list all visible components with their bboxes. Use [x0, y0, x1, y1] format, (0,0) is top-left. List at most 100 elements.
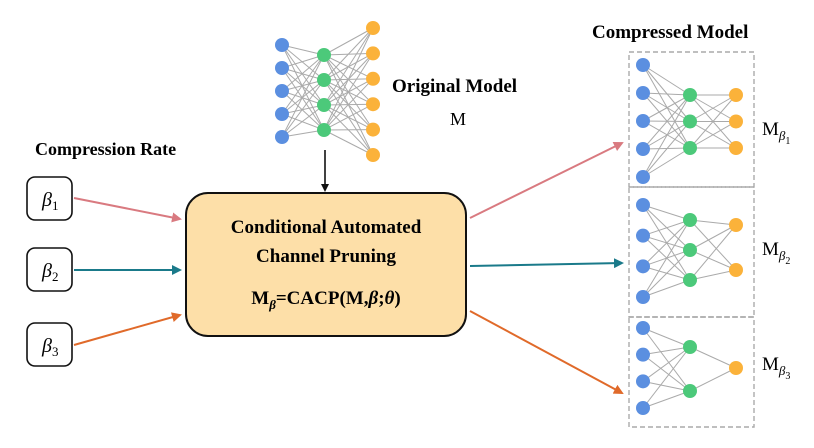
network-edge: [281, 54, 325, 69]
network-edge: [642, 346, 691, 409]
network-edge: [689, 94, 737, 149]
network-node: [683, 384, 697, 398]
network-edge: [642, 346, 691, 356]
network-edge: [323, 27, 374, 131]
network-node: [636, 142, 650, 156]
original-model-title: Original Model: [392, 76, 517, 97]
network-edge: [689, 219, 737, 226]
network-node: [317, 123, 331, 137]
network-edge: [689, 269, 737, 281]
network-edge: [281, 44, 325, 106]
network-edge: [281, 44, 325, 81]
network-edge: [281, 54, 325, 115]
network-edge: [642, 64, 691, 96]
network-edge: [642, 279, 691, 298]
rate-1-arrow: [73, 197, 182, 223]
network-edge: [689, 367, 737, 392]
network-node: [636, 401, 650, 415]
network-edge: [323, 78, 374, 131]
out-arrow-3: [469, 310, 624, 394]
network-edge: [281, 104, 325, 115]
network-edge: [689, 249, 737, 271]
rate-box-3: β3: [26, 322, 73, 367]
network-node: [636, 58, 650, 72]
network-node: [366, 46, 380, 61]
network-edge: [642, 204, 691, 221]
network-edge: [281, 129, 325, 138]
network-node: [636, 290, 650, 304]
cacp-line-1: Conditional Automated: [231, 217, 422, 238]
network-edge: [281, 79, 325, 92]
network-edge: [281, 113, 325, 131]
compressed-label-1: Mβ1: [762, 119, 790, 147]
network-edge: [642, 94, 691, 122]
network-edge: [323, 27, 374, 106]
network-edge: [642, 92, 691, 149]
rate-1-symbol: β1: [41, 189, 58, 213]
original-model-symbol: M: [450, 109, 466, 129]
compressed-network-3: [636, 321, 743, 415]
network-node: [683, 213, 697, 227]
network-node: [366, 71, 380, 86]
cacp-formula: Mβ=CACP(M,β;θ): [251, 288, 400, 312]
rate-box-1: β1: [26, 176, 73, 221]
rate-box-2: β2: [26, 247, 73, 292]
network-node: [729, 361, 743, 375]
network-node: [683, 243, 697, 257]
compressed-model-frame-3: [628, 316, 755, 428]
network-edge: [689, 346, 737, 369]
network-edge: [281, 104, 325, 138]
network-edge: [642, 64, 691, 122]
compressed-label-2: Mβ2: [762, 239, 790, 267]
compressed-model-title: Compressed Model: [592, 22, 748, 43]
network-edge: [642, 249, 691, 298]
network-edge: [281, 54, 325, 92]
network-edge: [689, 224, 737, 251]
compression-rate-title: Compression Rate: [35, 139, 176, 159]
network-edge: [689, 94, 737, 122]
network-edge: [642, 121, 691, 178]
network-edge: [642, 380, 691, 392]
network-edge: [323, 129, 374, 156]
network-node: [275, 38, 289, 52]
network-node: [636, 198, 650, 212]
compressed-model-frame-2: [628, 186, 755, 318]
network-edge: [689, 121, 737, 149]
network-node: [366, 97, 380, 112]
network-edge: [642, 327, 691, 348]
network-node: [317, 48, 331, 62]
network-edge: [642, 94, 691, 150]
network-edge: [689, 224, 737, 281]
network-edge: [323, 103, 374, 131]
network-edge: [642, 92, 691, 122]
compressed-network-2: [636, 198, 743, 304]
network-node: [636, 374, 650, 389]
network-edge: [323, 53, 374, 131]
network-node: [275, 107, 289, 121]
network-edge: [281, 67, 325, 81]
network-node: [317, 73, 331, 87]
network-edge: [642, 354, 691, 392]
cacp-line-2: Channel Pruning: [256, 246, 396, 267]
network-node: [366, 21, 380, 35]
network-edge: [281, 90, 325, 106]
network-edge: [281, 44, 325, 131]
network-edge: [323, 27, 374, 56]
rate-3-arrow: [73, 312, 182, 346]
out-arrow-2: [469, 258, 624, 269]
network-edge: [642, 64, 691, 149]
network-node: [317, 98, 331, 112]
network-edge: [642, 219, 691, 298]
compressed-model-frame-1: [628, 51, 755, 188]
network-node: [729, 114, 743, 129]
network-node: [275, 84, 289, 98]
original-model-network: [275, 21, 380, 162]
network-node: [683, 114, 697, 129]
network-edge: [642, 346, 691, 382]
network-node: [636, 259, 650, 274]
network-edge: [642, 219, 691, 267]
rate-2-symbol: β2: [41, 260, 58, 284]
network-node: [636, 228, 650, 243]
network-node: [275, 130, 289, 144]
